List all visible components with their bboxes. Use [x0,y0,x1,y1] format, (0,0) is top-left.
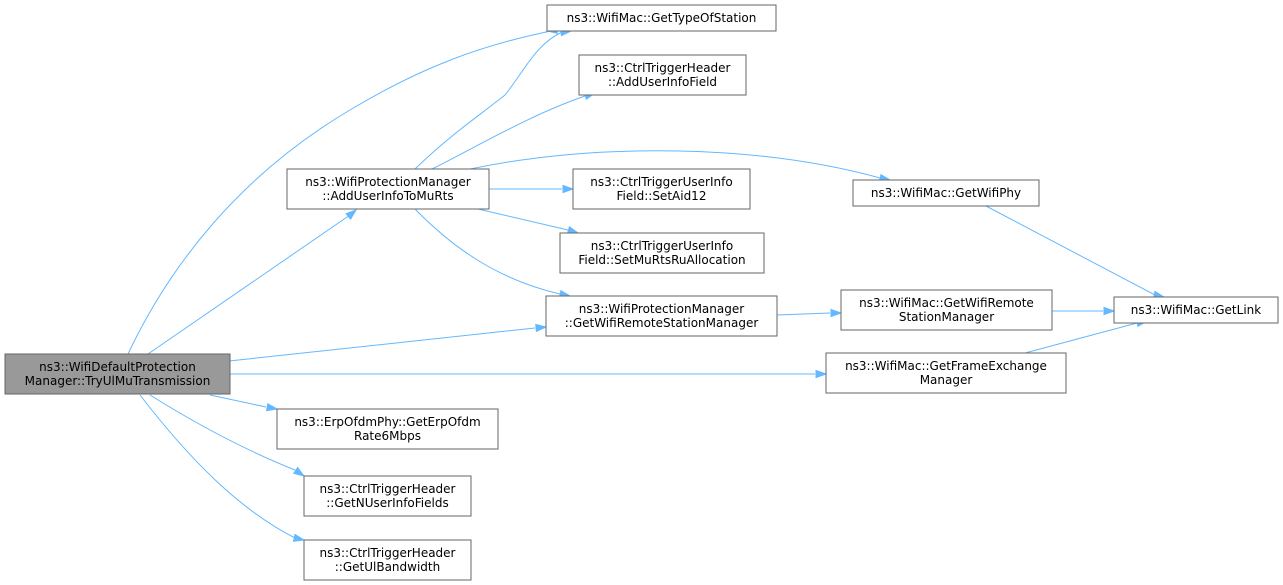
edge-line [1024,322,1138,354]
call-graph-nodes: ns3::WifiDefaultProtectionManager::TryUl… [4,4,1279,581]
node-adduserinfofield[interactable]: ns3::CtrlTriggerHeader::AddUserInfoField [578,54,747,96]
node-box [303,539,472,581]
node-getnuserinfofields[interactable]: ns3::CtrlTriggerHeader::GetNUserInfoFiel… [303,475,472,517]
node-box [276,408,499,450]
node-box [286,168,490,210]
node-box [578,54,747,96]
node-label-line: Field::SetMuRtsRuAllocation [578,253,745,267]
edge-line [985,205,1156,296]
node-label-line: ns3::CtrlTriggerHeader [594,61,730,75]
node-label-line: ns3::CtrlTriggerUserInfo [590,175,732,189]
edge-arrowhead [815,369,828,379]
node-label-line: ::GetNUserInfoFields [326,496,448,510]
edge-root-to-geterpofdmrate6mbps [209,394,279,412]
edge-adduserinfotomurts-to-gettypeofstation [414,27,573,170]
node-box [545,295,778,337]
edge-adduserinfotomurts-to-setmurtsruallocation [477,208,580,235]
node-adduserinfotomurts[interactable]: ns3::WifiProtectionManager::AddUserInfoT… [286,168,490,210]
edge-line [477,208,569,231]
node-label-line: ns3::ErpOfdmPhy::GetErpOfdm [294,415,480,429]
node-label-line: ns3::CtrlTriggerHeader [319,482,455,496]
edge-getwifiphy-to-getlink [985,205,1166,299]
node-box [559,232,765,274]
node-getwifiphy[interactable]: ns3::WifiMac::GetWifiPhy [852,179,1040,207]
node-setmurtsruallocation[interactable]: ns3::CtrlTriggerUserInfoField::SetMuRtsR… [559,232,765,274]
node-label-line: StationManager [899,310,994,324]
node-mac-getwifiremotestationmanager[interactable]: ns3::WifiMac::GetWifiRemoteStationManage… [840,289,1053,331]
node-getulbandwidth[interactable]: ns3::CtrlTriggerHeader::GetUlBandwidth [303,539,472,581]
node-label-line: ns3::CtrlTriggerUserInfo [591,239,733,253]
edge-arrowhead [566,225,580,235]
node-root: ns3::WifiDefaultProtectionManager::TryUl… [4,353,231,395]
node-box [852,179,1040,207]
edge-line [431,95,586,170]
edge-pm-to-mac-getwifiremotestationmanager [776,308,843,318]
node-label-line: ns3::WifiMac::GetFrameExchange [845,359,1047,373]
node-label-line: ns3::WifiProtectionManager [305,175,470,189]
node-gettypeofstation[interactable]: ns3::WifiMac::GetTypeOfStation [546,4,777,32]
edge-arrowhead [292,533,306,542]
edge-mac-getwifiremotestationmanager-to-getlink [1052,306,1116,316]
edge-line [776,312,831,316]
edge-arrowhead [1103,306,1116,316]
node-label-line: Manager [920,373,973,387]
node-box [546,4,777,32]
edge-line [149,394,296,471]
edge-line [209,394,267,408]
edge-root-to-getulbandwidth [139,394,306,542]
edge-line [414,208,561,295]
edge-line [414,31,563,170]
node-box [303,475,472,517]
edge-root-to-pm-getwifiremotestationmanager [228,323,548,362]
edge-adduserinfotomurts-to-adduserinfofield [431,91,597,170]
edge-arrowhead [562,184,575,194]
node-label-line: ns3::WifiMac::GetTypeOfStation [567,11,757,25]
node-pm-getwifiremotestationmanager[interactable]: ns3::WifiProtectionManager::GetWifiRemot… [545,295,778,337]
node-label-line: ::GetUlBandwidth [335,560,440,574]
node-getlink[interactable]: ns3::WifiMac::GetLink [1113,296,1279,324]
edge-arrowhead [292,466,306,477]
node-box [825,352,1067,394]
node-box [4,353,231,395]
edge-root-to-getnuserinfofields [149,394,306,477]
edge-arrowhead [345,209,358,220]
node-label-line: ::AddUserInfoField [608,75,717,89]
node-label-line: ns3::WifiMac::GetWifiRemote [859,296,1034,310]
node-label-line: Field::SetAid12 [617,189,707,203]
edge-arrowhead [265,402,279,412]
node-label-line: Rate6Mbps [354,429,421,443]
node-label-line: ns3::WifiMac::GetWifiPhy [871,186,1021,200]
node-box [572,168,751,210]
node-label-line: ns3::CtrlTriggerHeader [319,546,455,560]
node-label-line: ::GetWifiRemoteStationManager [565,316,759,330]
edge-arrowhead [830,308,843,318]
edge-line [127,29,557,355]
node-label-line: ns3::WifiMac::GetLink [1131,303,1261,317]
node-box [840,289,1053,331]
edge-adduserinfotomurts-to-setaid12 [489,184,575,194]
edge-line [469,150,881,179]
edge-line [228,327,536,362]
edge-line [147,214,351,355]
node-label-line: Manager::TryUlMuTransmission [25,374,211,388]
node-label-line: ns3::WifiDefaultProtection [39,360,196,374]
call-graph-edges [127,25,1166,542]
edge-root-to-getframeexchangemanager [229,369,828,379]
node-label-line: ns3::WifiProtectionManager [579,302,744,316]
node-label-line: ::AddUserInfoToMuRts [322,189,453,203]
edge-root-to-adduserinfotomurts [147,209,358,355]
edge-arrowhead [535,323,548,333]
edge-adduserinfotomurts-to-pm-getwifiremotestationmanager [414,208,572,299]
edge-line [139,394,296,539]
node-box [1113,296,1279,324]
